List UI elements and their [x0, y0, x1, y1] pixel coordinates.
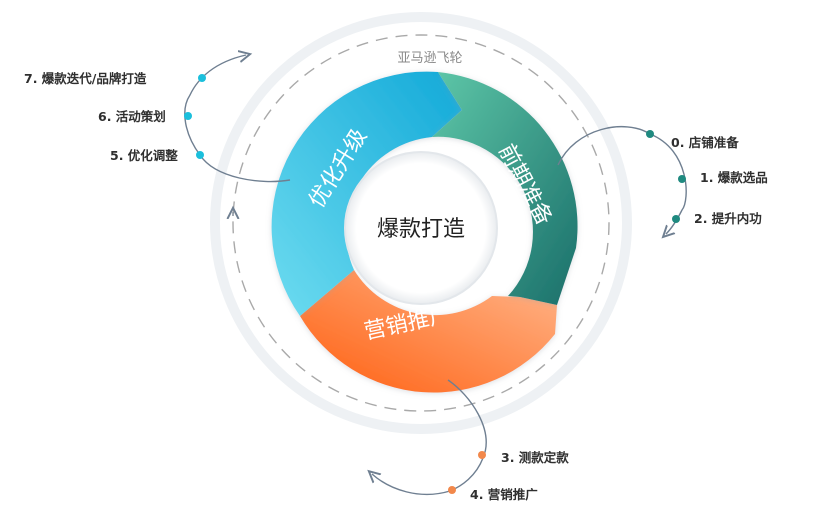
- step-3-label: 3. 测款定款: [501, 450, 569, 465]
- dashed-track: [232, 34, 610, 412]
- segment-promo: [300, 270, 557, 393]
- step-6-dot: [184, 112, 192, 120]
- step-0-label: 0. 店铺准备: [671, 135, 739, 150]
- step-2-dot: [672, 215, 680, 223]
- step-1-dot: [678, 175, 686, 183]
- flywheel-title: 亚马逊飞轮: [397, 51, 462, 66]
- segment-upgrade: [271, 71, 462, 316]
- step-6-label: 6. 活动策划: [98, 109, 166, 124]
- step-7-dot: [198, 74, 206, 82]
- segment-prep: [432, 72, 578, 305]
- connector-upgrade: [184, 55, 291, 183]
- step-4-label: 4. 营销推广: [470, 487, 538, 502]
- step-5-dot: [196, 151, 204, 159]
- center-circle: [344, 151, 498, 305]
- outer-ring: [210, 12, 632, 434]
- step-2-label: 2. 提升内功: [694, 211, 762, 226]
- step-7-label: 7. 爆款迭代/品牌打造: [24, 71, 147, 86]
- center-label: 爆款打造: [377, 217, 465, 242]
- step-3-dot: [478, 451, 486, 459]
- step-4-dot: [448, 486, 456, 494]
- connector-promo: [372, 379, 487, 496]
- step-5-label: 5. 优化调整: [110, 148, 178, 163]
- step-0-dot: [646, 130, 654, 138]
- step-1-label: 1. 爆款选品: [700, 170, 768, 185]
